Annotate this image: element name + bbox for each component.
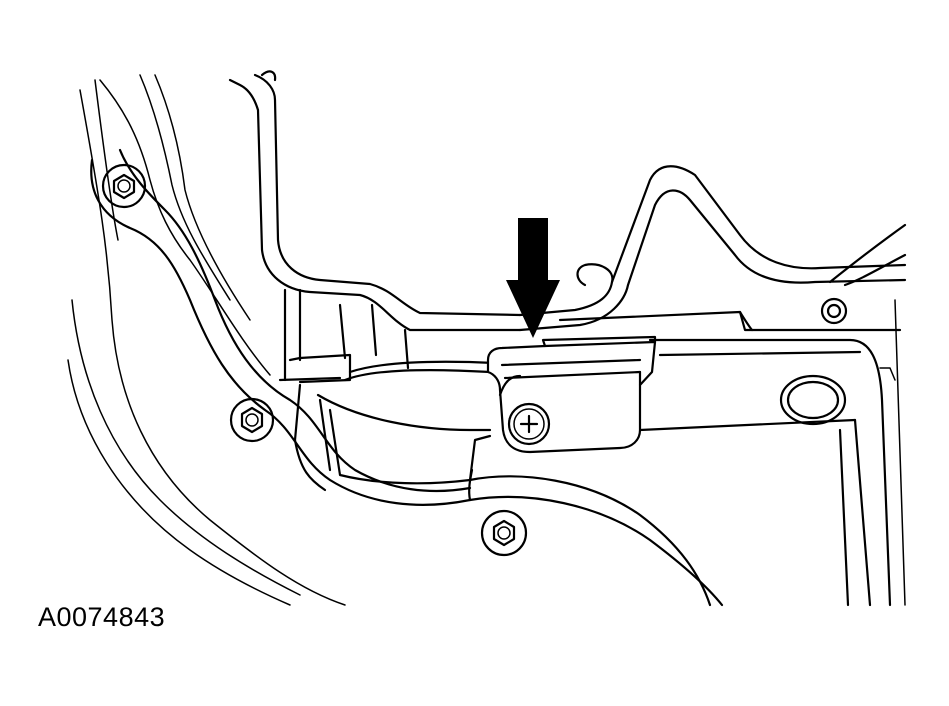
figure-id-label: A0074843	[38, 602, 166, 632]
bolt-lower	[480, 509, 528, 557]
oil-pan-gasket	[283, 288, 497, 384]
right-boss	[779, 374, 847, 426]
right-housing	[558, 299, 906, 607]
bolt-mid-left	[229, 397, 275, 443]
engine-block-outline	[228, 70, 907, 332]
pan-flange	[90, 74, 724, 607]
upper-right-boss	[820, 297, 848, 325]
bolt-upper-left	[101, 163, 147, 209]
bracket-screw	[507, 402, 551, 446]
pan-lower-section	[278, 376, 712, 607]
arrow-down-icon	[506, 218, 560, 338]
outer-flange-lines	[67, 79, 346, 606]
